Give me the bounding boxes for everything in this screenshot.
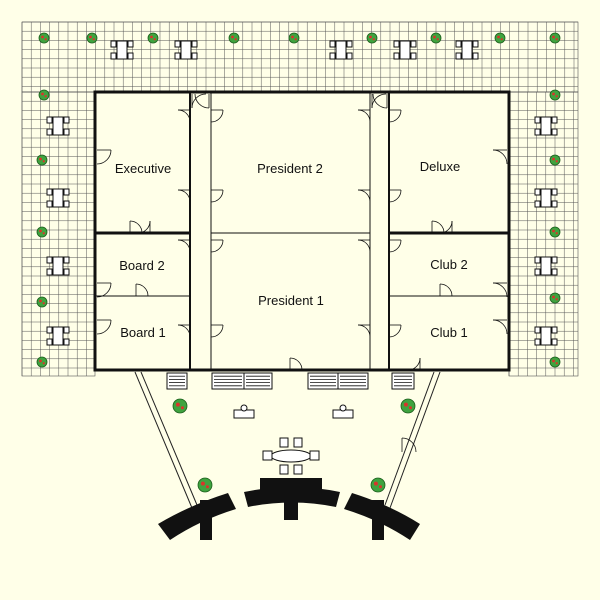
door-swing-icon [388,189,402,203]
door-swing-icon [357,189,371,203]
door-swing-icon [210,324,224,338]
plant-icon [36,356,48,368]
door-swing-icon [96,282,112,298]
stairs-icon [166,372,188,390]
table-chairs-icon [46,188,70,208]
stairs-icon [337,372,369,390]
stairs-icon [243,372,273,390]
building-interior [95,92,509,370]
room-label-board-1: Board 1 [120,325,166,340]
room-label-president-2: President 2 [257,161,323,176]
plant-icon [36,296,48,308]
table-chairs-icon [534,326,558,346]
plant-icon [400,398,416,414]
door-swing-icon [439,220,453,234]
door-swing-icon [289,357,303,371]
door-swing-icon [137,220,151,234]
door-swing-icon [431,220,445,234]
table-chairs-icon [46,326,70,346]
terrace-tables [46,40,558,346]
plant-icon [38,89,50,101]
stairs-icon [307,372,339,390]
plant-icon [494,32,506,44]
table-chairs-icon [329,40,353,60]
room-label-club-1: Club 1 [430,325,468,340]
door-swing-icon [388,239,402,253]
door-swing-icon [194,93,210,109]
door-swing-icon [492,282,508,298]
door-swing-icon [210,109,224,123]
stairs-icon [391,372,415,390]
reception-desk-right [332,404,354,419]
room-labels: Executive President 2 Deluxe Board 2 Pre… [115,159,468,340]
stairs-icon [211,372,245,390]
door-swing-icon [129,220,143,234]
door-swing-icon [191,93,207,109]
lounge-table-set [262,437,320,475]
plant-icon [36,154,48,166]
door-swing-icon [407,357,421,371]
plant-icon [38,32,50,44]
door-swing-icon [371,93,387,109]
table-chairs-icon [534,116,558,136]
door-swing-icon [96,149,112,165]
plants [36,32,561,493]
door-swing-icon [492,149,508,165]
reception-desk-left [233,404,255,419]
plant-icon [549,356,561,368]
curved-sofas [158,478,420,540]
table-chairs-icon [174,40,198,60]
door-swing-icon [388,324,402,338]
plant-icon [549,89,561,101]
door-swing-icon [177,239,191,253]
door-swing-icon [177,109,191,123]
door-swing-icon [439,283,453,297]
door-swing-icon [177,324,191,338]
plant-icon [147,32,159,44]
door-swing-icon [492,319,508,335]
table-chairs-icon [534,256,558,276]
plant-icon [549,292,561,304]
room-label-president-1: President 1 [258,293,324,308]
door-swing-icon [401,437,417,453]
plant-icon [288,32,300,44]
plant-icon [549,32,561,44]
plant-icon [430,32,442,44]
door-swing-icon [210,189,224,203]
door-swing-icon [210,239,224,253]
table-chairs-icon [46,256,70,276]
table-chairs-icon [455,40,479,60]
door-swing-icon [96,319,112,335]
door-swing-icon [372,93,388,109]
room-label-board-2: Board 2 [119,258,165,273]
door-swing-icon [177,189,191,203]
table-chairs-icon [46,116,70,136]
room-label-club-2: Club 2 [430,257,468,272]
plant-icon [197,477,213,493]
plant-icon [86,32,98,44]
door-swing-icon [135,283,149,297]
plant-icon [366,32,378,44]
stairs [166,372,415,390]
door-swing-icon [357,239,371,253]
plant-icon [36,226,48,238]
doors [96,93,508,453]
room-label-executive: Executive [115,161,171,176]
plant-icon [549,226,561,238]
room-label-deluxe: Deluxe [420,159,460,174]
door-swing-icon [388,109,402,123]
door-swing-icon [357,324,371,338]
table-chairs-icon [534,188,558,208]
plant-icon [549,154,561,166]
plant-icon [370,477,386,493]
plant-icon [172,398,188,414]
door-swing-icon [357,109,371,123]
interior-walls [95,92,509,370]
table-chairs-icon [110,40,134,60]
plant-icon [228,32,240,44]
table-chairs-icon [393,40,417,60]
